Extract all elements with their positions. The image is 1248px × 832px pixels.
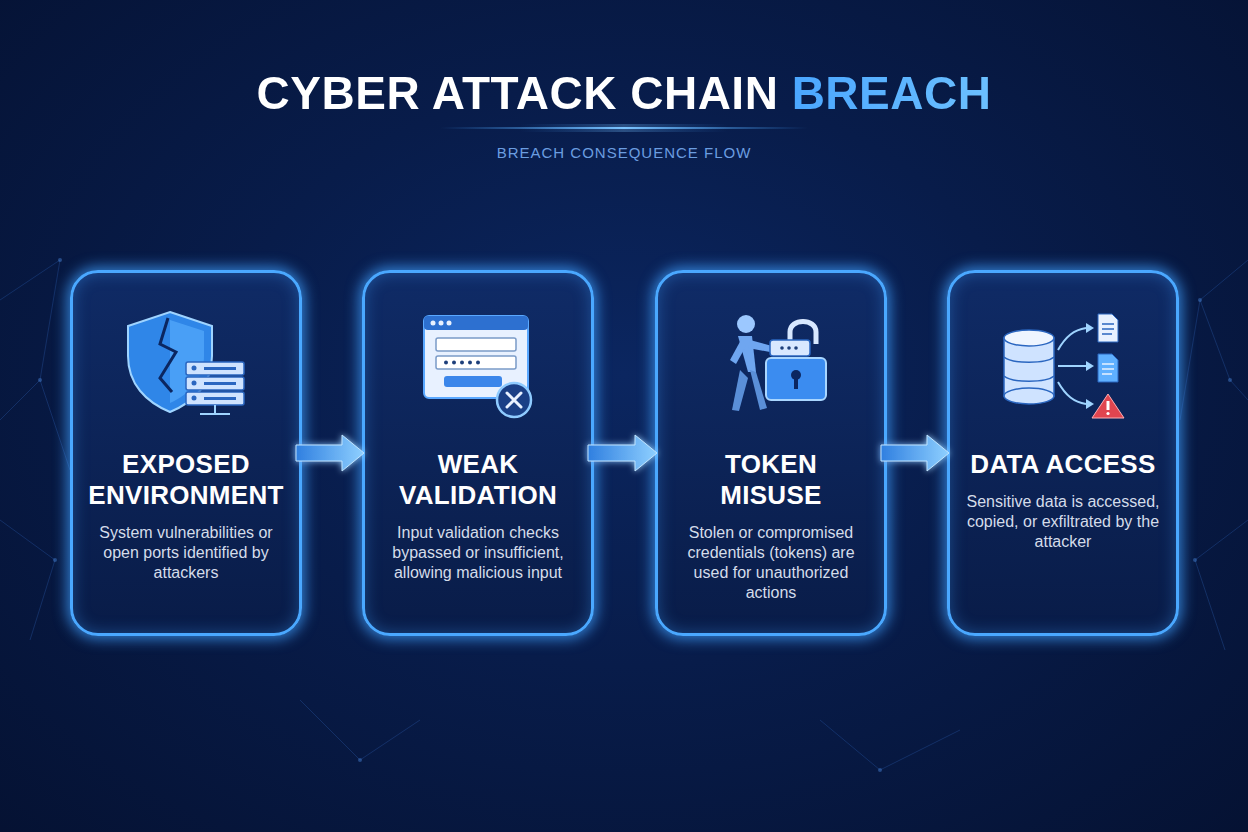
stage-heading: WEAK VALIDATION [379,449,577,511]
stage-heading: TOKEN MISUSE [672,449,870,511]
diagram-title-row: CYBER ATTACK CHAIN BREACH [0,66,1248,120]
stage-description: Stolen or compromised credentials (token… [672,523,870,603]
stage-heading: DATA ACCESS [964,449,1162,480]
database-exfil-icon [1004,314,1124,418]
shield-server-icon [128,312,244,414]
stage-box: EXPOSED ENVIRONMENT System vulnerabilitie… [70,270,302,636]
subtitle-label: BREACH CONSEQUENCE FLOW [0,144,1248,161]
flow-arrow [296,435,364,471]
stage-description: Sensitive data is accessed, copied, or e… [964,492,1162,552]
stage-heading: EXPOSED ENVIRONMENT [87,449,285,511]
person-lock-icon [730,315,826,411]
stage-description: System vulnerabilities or open ports ide… [87,523,285,583]
stage-box: WEAK VALIDATION Input validation checks b… [362,270,594,636]
browser-login-icon [424,316,531,417]
flow-arrow [881,435,949,471]
stage-box: DATA ACCESS Sensitive data is accessed, c… [947,270,1179,636]
diagram-title: CYBER ATTACK CHAIN BREACH [257,66,992,120]
stage-description: Input validation checks bypassed or insu… [379,523,577,583]
flow-arrow [588,435,657,471]
stage-box: TOKEN MISUSE Stolen or compromised creden… [655,270,887,636]
